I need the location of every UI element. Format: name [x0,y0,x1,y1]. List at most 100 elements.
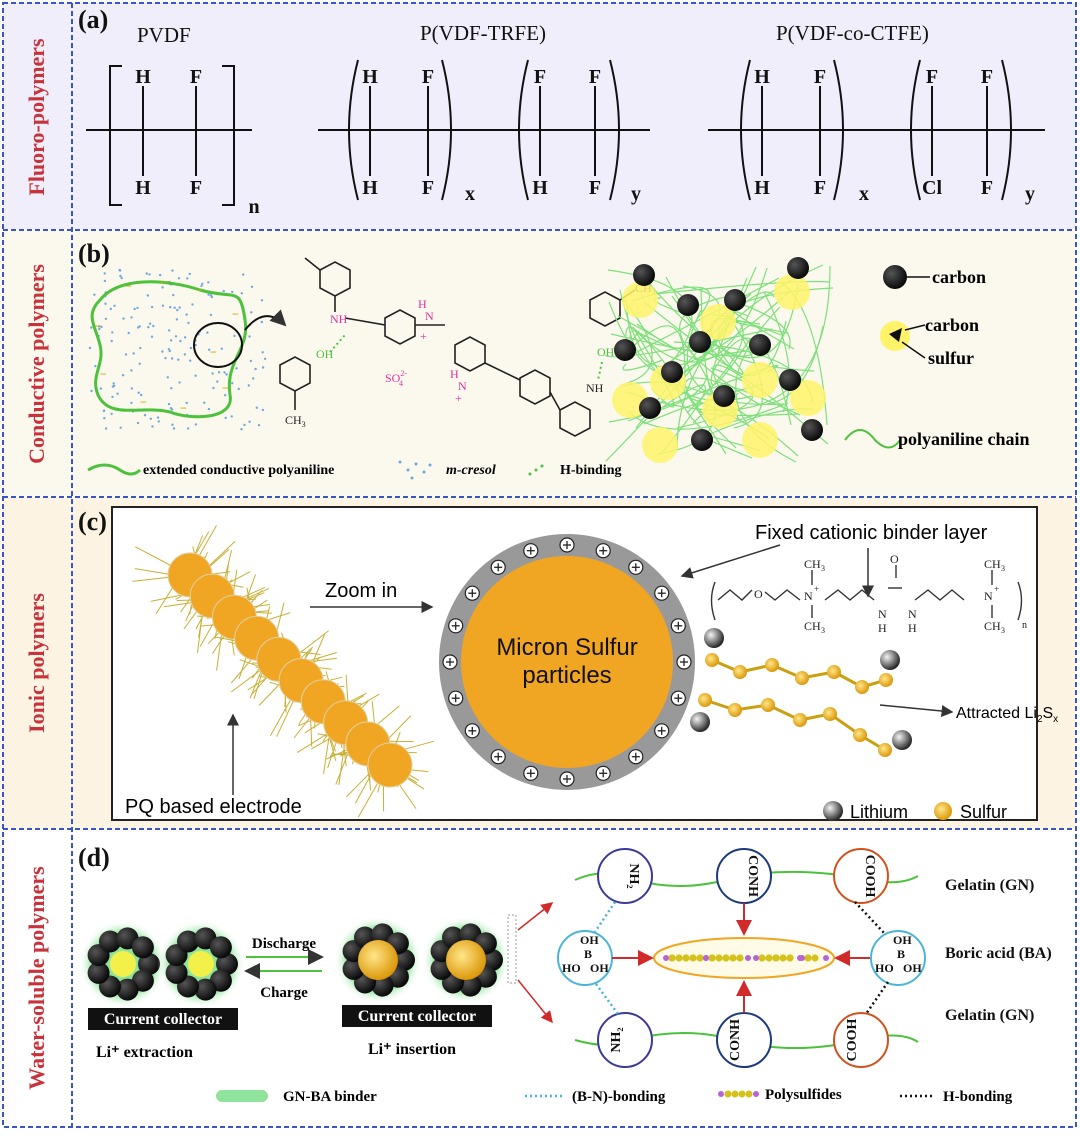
m-cresol-dot [138,392,140,394]
m-cresol-dot [173,427,175,429]
sulfur-coating [774,274,810,310]
svg-text:HO: HO [562,961,581,975]
ctfe-u2-bottom-2: F [981,177,993,199]
svg-text:−: − [180,401,187,415]
carbon-particle [639,397,661,419]
m-cresol-dot [223,290,225,292]
carbon-particle [677,294,699,316]
m-cresol-dot [242,273,244,275]
m-cresol-dot [187,427,189,429]
plus-charge [560,538,574,552]
sulfur-bead [705,653,719,667]
m-cresol-dot [148,273,150,275]
m-cresol-dot [136,307,138,309]
m-cresol-dot [178,381,180,383]
m-cresol-dot [119,275,121,277]
m-cresol-dot [240,428,242,430]
h-binding-legend-label: H-binding [560,463,621,478]
sulfur-coating [622,282,658,318]
m-cresol-dot [162,305,164,307]
svg-text:3: 3 [821,564,825,573]
m-cresol-dot [176,318,178,320]
m-cresol-dot [90,390,92,392]
polysulfide-bead [708,954,715,961]
plus-charge [449,619,463,633]
m-cresol-dot [251,286,253,288]
polysulfide-bead [668,954,675,961]
sulfur-coating [642,427,678,463]
side-label-a: Fluoro-polymers [24,38,49,196]
m-cresol-dot [225,373,227,375]
m-cresol-dot [184,353,186,355]
m-cresol-dot [151,336,153,338]
svg-text:3: 3 [821,626,825,635]
pvdf-bottom-2: F [190,177,202,199]
m-cresol-dot [264,358,266,360]
panel-letter-c: (c) [78,507,107,536]
plus-charge [491,750,505,764]
m-cresol-dot [168,403,170,405]
m-cresol-dot [262,351,264,353]
m-cresol-dot [125,353,127,355]
m-cresol-dot [254,368,256,370]
m-cresol-dot [176,309,178,311]
m-cresol-dot [225,417,227,419]
trfe-u2-bottom-1: H [532,177,548,199]
plus-charge [677,655,691,669]
m-cresol-dot [248,335,250,337]
nh-label-2: NH [586,381,604,395]
m-cresol-dot [110,308,112,310]
m-cresol-dot [179,306,181,308]
m-cresol-dot [171,357,173,359]
ctfe-name: P(VDF-co-CTFE) [776,21,929,45]
trfe-u1-top-2: F [422,66,434,88]
m-cresol-legend-label: m-cresol [446,463,496,478]
m-cresol-dot [238,388,240,390]
polysulfide-bead [736,954,743,961]
sulfur-bead [827,665,841,679]
m-cresol-dot [185,313,187,315]
h-label-1: H [418,297,427,311]
sulfur-coating [742,362,778,398]
core-label-2: particles [522,662,611,689]
sulfur-bead [795,671,809,685]
m-cresol-dot [171,269,173,271]
svg-text:OH: OH [590,961,609,975]
m-cresol-dot [139,325,141,327]
m-cresol-dot [195,423,197,425]
sulfur-core-particle [446,940,486,980]
m-cresol-dot [191,303,193,305]
svg-text:H: H [878,621,887,635]
sulfur-legend-label: sulfur [928,348,974,368]
svg-text:3: 3 [1001,564,1005,573]
core-label-1: Micron Sulfur [496,634,637,661]
carbon-particle [633,264,655,286]
carbon-particle [724,289,746,311]
m-cresol-dot [210,314,212,316]
m-cresol-dot [167,376,169,378]
oh-label-1: OH [316,347,334,361]
carbon-particle [210,936,232,958]
m-cresol-dot [261,321,263,323]
svg-text:−: − [210,345,217,359]
trfe-u1-bottom-1: H [362,177,378,199]
plus-charge [629,560,643,574]
svg-text:CH: CH [984,619,1001,633]
m-cresol-dot [261,299,263,301]
m-cresol-dot [130,369,132,371]
m-cresol-dot [208,408,210,410]
extraction-label: Li⁺ extraction [96,1044,193,1061]
m-cresol-dot [93,294,95,296]
polysulfide-bead [758,954,765,961]
m-cresol-dot [120,427,122,429]
svg-text:CH: CH [804,619,821,633]
polysulfide-bead [804,954,811,961]
carbon-particle [779,369,801,391]
polysulfide-bead [772,954,779,961]
rod-segment [368,743,412,787]
sulfur-core-particle [110,951,136,977]
sulfur-bead [761,698,775,712]
m-cresol-dot [186,277,188,279]
m-cresol-dot [105,427,107,429]
svg-text:+: + [994,584,999,594]
